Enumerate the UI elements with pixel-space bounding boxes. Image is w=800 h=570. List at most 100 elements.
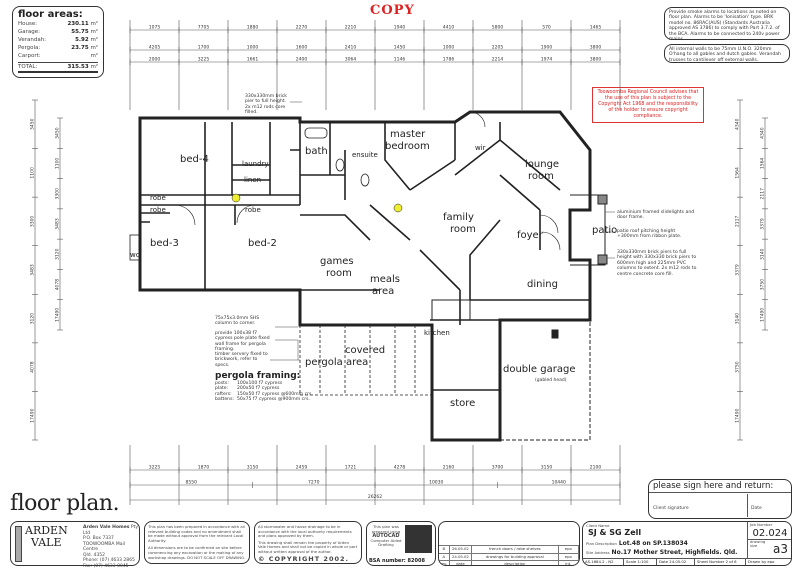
dimension-label: 3140 xyxy=(735,313,741,325)
dimension-label: 3064 xyxy=(345,57,357,63)
framing-value: 200x50 f7 cypress xyxy=(237,386,280,392)
bsa-logo-icon xyxy=(405,525,432,553)
brick-pier-note: 330x330mm brick pier to full height. 2x … xyxy=(245,94,287,116)
dimension-label: 1146 xyxy=(394,57,406,63)
dimension-label: 1450 xyxy=(394,45,406,51)
room-covered: covered xyxy=(345,345,385,356)
job-number: 02.024 xyxy=(748,528,791,540)
pergola-framing-title: pergola framing: xyxy=(215,371,301,381)
room-robe-3: robe xyxy=(245,206,261,214)
dimension-label: 1000 xyxy=(443,45,455,51)
dimension-label: 570 xyxy=(542,25,551,31)
dimension-label: 8550 xyxy=(186,480,198,486)
dimension-label: 3150 xyxy=(247,465,259,471)
disclaimer-box-1: This plan has been prepared in accordanc… xyxy=(144,521,250,564)
site-address: No.17 Mother Street, Highfields. Qld. xyxy=(611,549,738,556)
dimension-label: 3750 xyxy=(735,361,741,373)
dimension-label: 1940 xyxy=(394,25,406,31)
dimension-label: 1786 xyxy=(443,57,455,63)
dimension-label: 4078 xyxy=(30,361,36,373)
dimension-label: 3379 xyxy=(760,218,766,230)
smoke-alarm-note: Provide smoke alarms to locations as not… xyxy=(664,7,790,42)
project-box: Client Name SJ & SG Zell Plan Descriptio… xyxy=(582,521,792,566)
company-name: Arden Vale Homes xyxy=(83,525,130,530)
room-family: family xyxy=(443,212,474,223)
plan-description: Lot.48 on SP.138034 xyxy=(618,540,688,547)
total-unit: m² xyxy=(90,64,98,70)
floor-area-label: Garage: xyxy=(18,29,40,35)
floor-area-label: Pergola: xyxy=(18,45,41,51)
sign-here-box: please sign here and return: Client sign… xyxy=(648,479,792,519)
sign-here-title: please sign here and return: xyxy=(649,480,791,493)
dimension-label: 5800 xyxy=(492,25,504,31)
company-phone: Phone: (07) 4633 2865 xyxy=(83,558,135,563)
date-field[interactable]: Date xyxy=(749,494,789,517)
dimension-label: 3150 xyxy=(541,465,553,471)
dimension-label: 2210 xyxy=(345,25,357,31)
dimension-label: 2214 xyxy=(492,57,504,63)
bsa-number: BSA number: 82008 xyxy=(369,558,425,564)
brick-piers-patio-note: 330x330mm brick piers to full height wit… xyxy=(617,250,697,277)
dimension-label: 7270 xyxy=(308,480,320,486)
pergola-framing: pergola framing: posts:100x100 f7 cypres… xyxy=(215,371,335,403)
disclaimer-1: This plan has been prepared in accordanc… xyxy=(148,524,245,543)
company-address-3: Qld. 4352 xyxy=(83,552,105,558)
pergola-framing-row: rafters:150x50 f7 cypress @600mm crs. xyxy=(215,392,335,397)
room-lounge-room: room xyxy=(528,171,554,182)
room-wir: wir xyxy=(475,144,486,152)
dimension-label: 2400 xyxy=(296,57,308,63)
revision-date: date xyxy=(450,561,473,565)
revision-rev: B xyxy=(439,546,450,553)
dimension-label: 3483 xyxy=(55,218,61,230)
dimension-label: 1700 xyxy=(198,45,210,51)
room-family-room: room xyxy=(450,224,476,235)
bsa-sub: Computer Aided Drafting xyxy=(370,537,402,547)
smoke-alarm-icon xyxy=(393,203,403,213)
framing-value: 100x100 f7 cypress xyxy=(237,381,283,386)
sheet-number: Sheet Number 2 of 6 xyxy=(695,559,746,565)
client-label: Client Name xyxy=(586,523,610,528)
dimension-label: 1075 xyxy=(149,25,161,31)
dimension-label: 10030 xyxy=(429,480,443,486)
floor-areas-title: floor areas: xyxy=(18,9,83,20)
floor-area-row: Garage:55.75 m² xyxy=(18,28,98,36)
room-bath: bath xyxy=(305,146,328,157)
floor-area-row: Verandah:5.92 m² xyxy=(18,36,98,44)
dimension-label: 1870 xyxy=(198,465,210,471)
dimension-label: 4205 xyxy=(149,45,161,51)
dimension-label: 4340 xyxy=(735,118,741,130)
floor-area-value: 23.75 xyxy=(71,45,89,51)
pergola-framing-row: battens:50x75 f7 cypress @900mm crs. xyxy=(215,397,335,402)
framing-label: plate: xyxy=(215,386,229,392)
room-patio: patio xyxy=(592,225,617,236)
site-label: Site Address xyxy=(586,550,610,555)
disclaimer-box-2: All stormwater and house drainage to be … xyxy=(254,521,362,564)
dimension-label: 1721 xyxy=(345,465,357,471)
scale: Scale 1:100 xyxy=(624,559,657,565)
dimension-label: 1000 xyxy=(247,45,259,51)
room-robe-1: robe xyxy=(150,194,166,202)
client-signature-field[interactable]: Client signature xyxy=(649,494,748,517)
dimension-label: 7705 xyxy=(198,25,210,31)
revision-initials: epo xyxy=(559,553,579,560)
copyright: © COPYRIGHT 2002. xyxy=(258,554,349,563)
room-foyer: foyer xyxy=(517,230,544,241)
dimension-label: 4410 xyxy=(443,25,455,31)
dimension-label: 2160 xyxy=(443,465,455,471)
floor-area-unit: m² xyxy=(90,45,98,51)
garage-note: (gabled head) xyxy=(535,377,567,383)
sliding-frames-note: aluminium framed slidelights and door fr… xyxy=(617,210,695,221)
dimension-label: 1465 xyxy=(590,25,602,31)
floor-area-row: Pergola: 23.75 m² xyxy=(18,44,98,52)
company-box: ARDEN VALE Arden Vale Homes Pty Ltd P.O.… xyxy=(10,521,140,569)
floor-area-value: 230.11 xyxy=(67,21,89,27)
framing-label: rafters: xyxy=(215,391,232,397)
bsa-software: AUTOCAD xyxy=(372,533,400,539)
floor-area-unit: m² xyxy=(90,29,98,35)
room-wc: wc xyxy=(130,251,140,259)
dimension-label: 3225 xyxy=(198,57,210,63)
room-kitchen: kitchen xyxy=(424,329,450,337)
pole-plate-note: provide 100x38 f7 cypress pole plate fix… xyxy=(215,331,270,353)
room-labels: bed-4 laundry linen bath ensuite master … xyxy=(130,129,617,409)
